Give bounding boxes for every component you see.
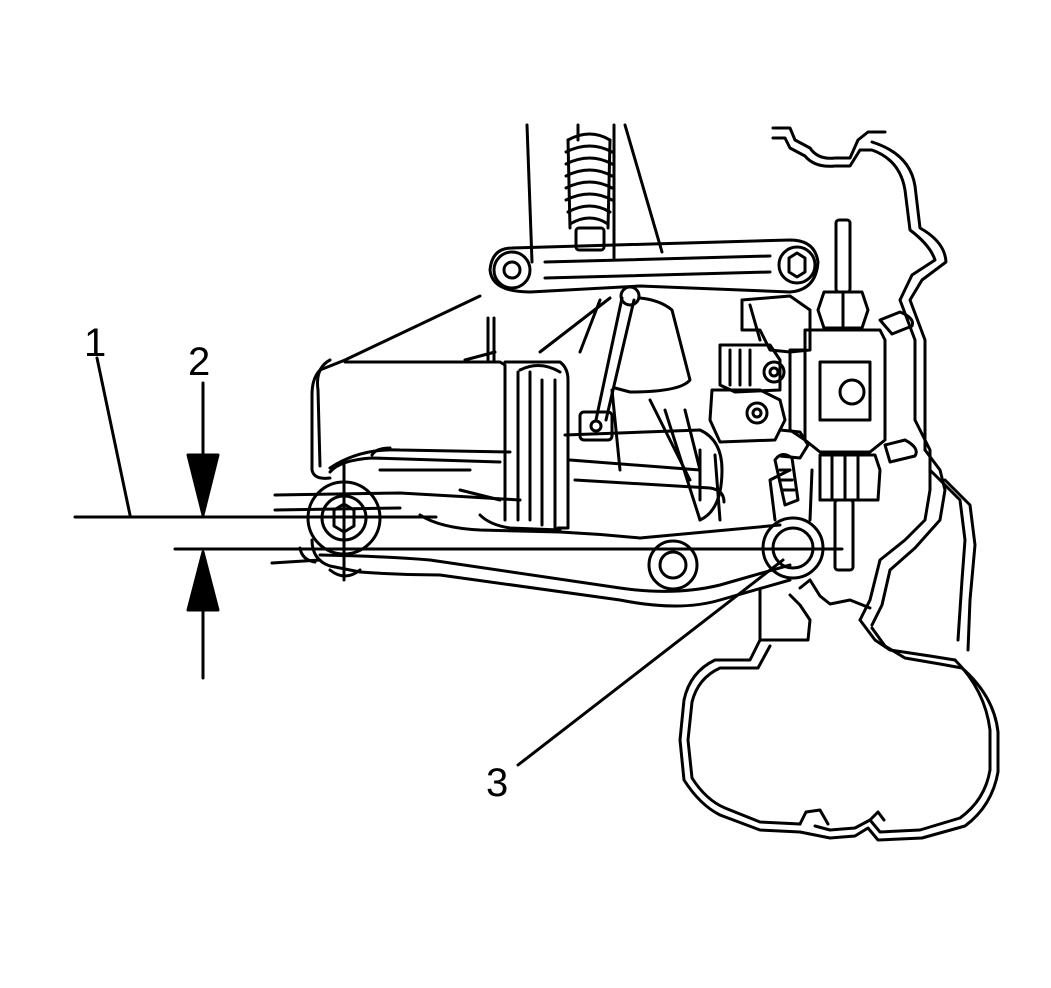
wheel-outline: [678, 126, 1000, 842]
measurement-lines: [73, 515, 844, 551]
callout-3-label: 3: [486, 761, 509, 805]
knuckle-body: [310, 285, 726, 532]
steering-knuckle: [698, 218, 918, 572]
callout-1-label: 1: [84, 321, 107, 365]
dimension-arrows: [186, 381, 220, 680]
lower-control-arm: [270, 463, 825, 608]
shock-absorber: [525, 123, 664, 264]
leader-line-1: [95, 356, 132, 517]
lower-arrow-head: [186, 550, 220, 612]
upper-arrow-head: [186, 453, 220, 517]
callout-2-label: 2: [188, 340, 211, 384]
leader-lines: [95, 356, 785, 767]
leader-line-3: [516, 558, 785, 767]
upper-link: [488, 238, 820, 294]
